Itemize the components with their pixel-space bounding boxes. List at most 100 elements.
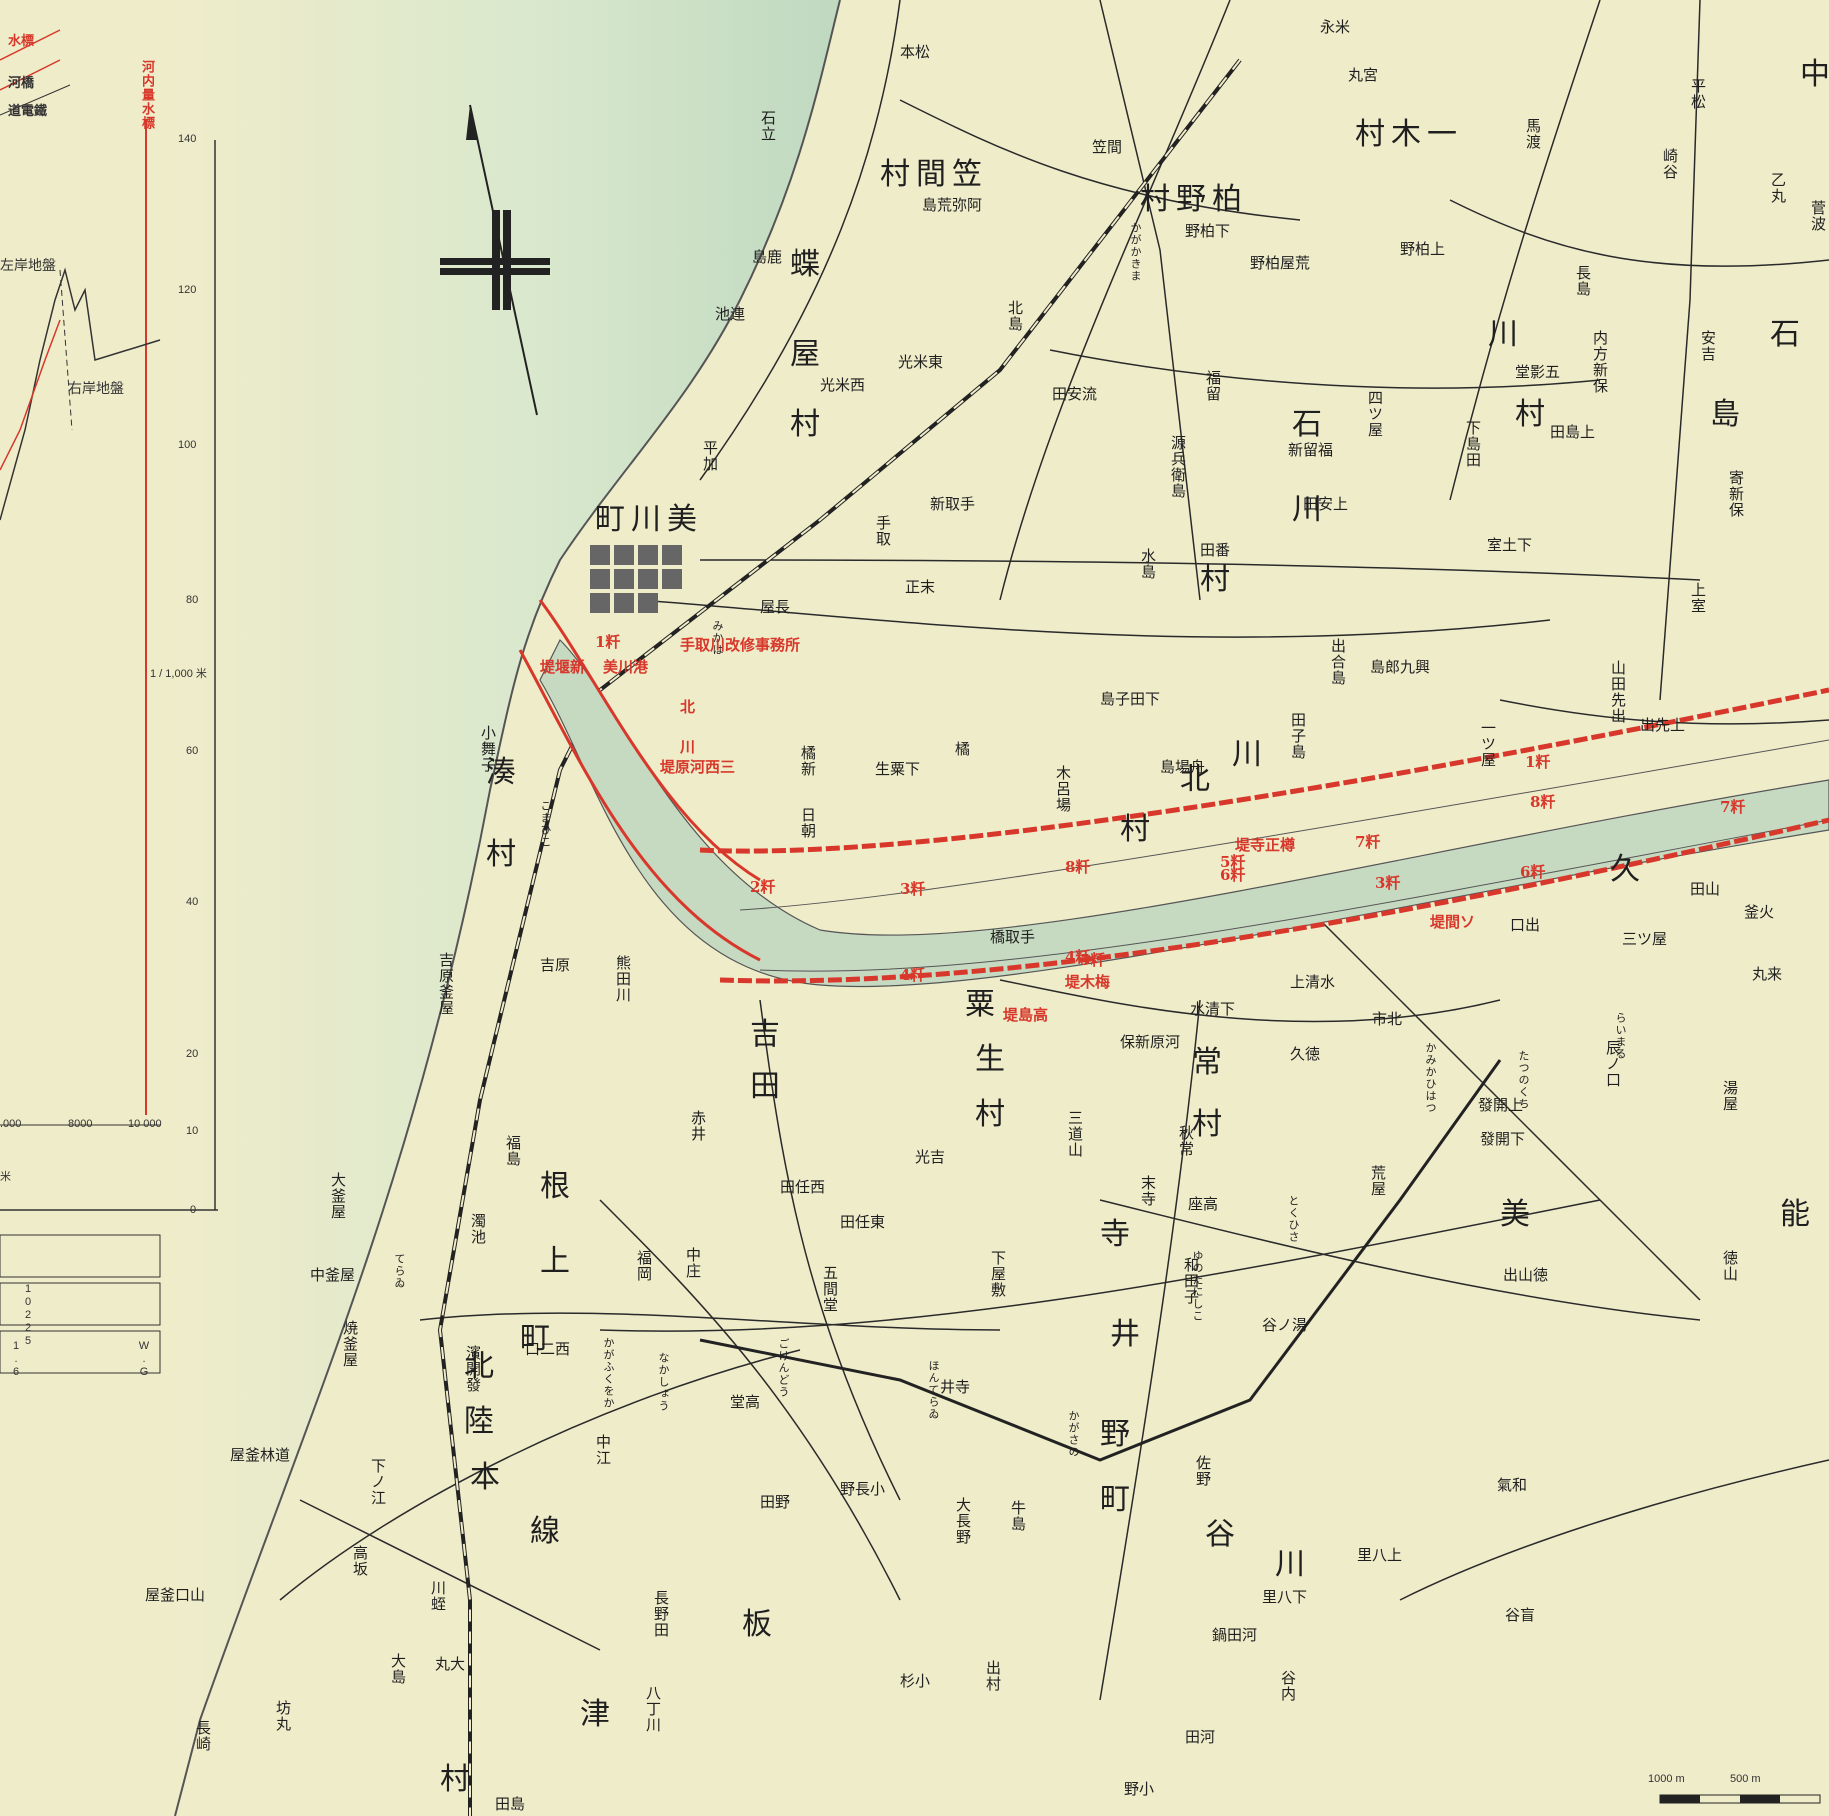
- region-name: 村野柏: [1140, 182, 1248, 217]
- village-label: 正末: [905, 578, 936, 596]
- village-label: 橘新: [799, 745, 817, 777]
- village-label: 福留: [1204, 370, 1222, 402]
- village-label: 丸大: [435, 1655, 466, 1673]
- y-tick: 60: [186, 745, 199, 757]
- scale-right: 500 m: [1730, 1773, 1761, 1785]
- village-label: 辰ノ口: [1604, 1040, 1622, 1088]
- region-name: 美: [1500, 1197, 1536, 1232]
- kana-reading: てらゐ: [393, 1253, 406, 1289]
- village-label: 氣和: [1497, 1476, 1528, 1494]
- village-label: 大釜屋: [329, 1172, 347, 1220]
- village-label: 堂影五: [1515, 363, 1561, 381]
- region-name: 能: [1780, 1197, 1816, 1232]
- region-name: 村: [1192, 1107, 1228, 1142]
- kana-reading: ごけんどう: [777, 1338, 790, 1398]
- region-name: 町: [1100, 1482, 1136, 1517]
- roads: [279, 0, 1829, 1701]
- village-label: 四ツ屋: [1366, 390, 1384, 438]
- village-label: 安吉: [1699, 330, 1717, 362]
- village-label: 屋釜口山: [145, 1586, 206, 1604]
- village-label: 八丁川: [644, 1685, 662, 1733]
- village-label: 崎谷: [1661, 148, 1679, 180]
- x-unit: 米: [0, 1171, 11, 1183]
- village-label: 野小: [1124, 1780, 1155, 1798]
- region-name: 粟: [965, 987, 1001, 1022]
- village-label: 光吉: [915, 1148, 946, 1166]
- village-label: 長島: [1574, 265, 1592, 297]
- x-tick: 10 000: [128, 1118, 162, 1130]
- region-name: 久: [1610, 852, 1646, 887]
- village-label: 湯屋: [1721, 1080, 1739, 1112]
- village-label: 水清下: [1190, 1000, 1236, 1018]
- village-label: 長崎: [194, 1720, 212, 1752]
- river-work-label: 3粁: [900, 880, 926, 898]
- village-label: 丸宮: [1348, 66, 1379, 84]
- village-label: 乙丸: [1769, 172, 1787, 204]
- village-label: 上清水: [1290, 973, 1336, 991]
- region-name: 津: [580, 1697, 616, 1732]
- village-label: 石立: [759, 110, 777, 142]
- region-name: 村: [1200, 562, 1236, 597]
- village-label: 光米東: [898, 353, 944, 371]
- kana-reading: とくひさ: [1287, 1195, 1300, 1243]
- village-label: 橘: [955, 740, 971, 758]
- scale-note: 1 / 1,000 米: [150, 668, 207, 680]
- village-label: 鍋田河: [1212, 1626, 1258, 1644]
- region-name: 石: [1292, 407, 1328, 442]
- village-label: 荒屋: [1369, 1165, 1387, 1197]
- river-work-label: 堤原河西三: [660, 758, 736, 776]
- region-name: 線: [530, 1514, 566, 1549]
- river-work-label: 4粁: [900, 966, 926, 984]
- village-label: 平加: [701, 440, 719, 472]
- village-label: 田河: [1185, 1728, 1216, 1746]
- kana-reading: かがふくをか: [602, 1337, 615, 1409]
- river-work-label: 手取川改修事務所: [680, 636, 801, 654]
- village-label: 新取手: [930, 495, 976, 513]
- region-name: 町川美: [595, 502, 703, 537]
- region-name: 村: [975, 1097, 1011, 1132]
- village-label: 發開下: [1480, 1130, 1526, 1148]
- region-name: 川: [1275, 1547, 1311, 1582]
- village-label: 坊丸: [274, 1700, 292, 1732]
- village-label: 小舞子: [479, 725, 497, 773]
- village-label: 口出: [1510, 916, 1541, 934]
- region-name: 川: [1488, 317, 1524, 352]
- region-name: 常: [1192, 1045, 1228, 1080]
- y-tick: 40: [186, 896, 199, 908]
- village-label: 田島: [495, 1795, 526, 1813]
- kana-reading: かがさの: [1067, 1410, 1080, 1458]
- bottom-value: 10225: [22, 1283, 34, 1348]
- region-name: 寺: [1100, 1217, 1136, 1252]
- profile-title: 河内量水標: [139, 60, 154, 130]
- village-label: 堂高: [730, 1393, 761, 1411]
- river-work-label: 堤島高: [1003, 1006, 1049, 1024]
- village-label: 三道山: [1066, 1110, 1084, 1158]
- village-label: 濱開發: [464, 1345, 482, 1393]
- river-work-label: 5粁: [1080, 951, 1106, 969]
- village-label: 新留福: [1288, 441, 1334, 459]
- river-work-label: 4粁: [1065, 948, 1091, 966]
- kana-reading: かみかひはつ: [1424, 1042, 1437, 1114]
- region-name: 川: [1292, 492, 1328, 527]
- village-label: 田子島: [1289, 712, 1307, 760]
- river-work-label: 1粁: [595, 633, 621, 651]
- village-label: 下島田: [1464, 420, 1482, 468]
- region-name: 生: [975, 1042, 1011, 1077]
- north-arrow-icon: [440, 104, 550, 416]
- village-label: 五間堂: [821, 1265, 839, 1313]
- village-label: 谷盲: [1505, 1606, 1536, 1624]
- region-name: 陸: [464, 1404, 500, 1439]
- region-name: 井: [1110, 1317, 1146, 1352]
- village-label: 田安流: [1052, 385, 1098, 403]
- village-label: 手取: [874, 515, 892, 547]
- village-label: 三ツ屋: [1622, 930, 1668, 948]
- river-work-label: 堤間ソ: [1430, 913, 1476, 931]
- village-label: 出先上: [1640, 716, 1686, 734]
- y-tick: 120: [178, 284, 197, 296]
- village-label: 室土下: [1487, 536, 1533, 554]
- village-label: 田山: [1690, 880, 1721, 898]
- village-label: 吉原: [540, 956, 571, 974]
- y-tick: 80: [186, 594, 199, 606]
- village-label: 池連: [715, 305, 746, 323]
